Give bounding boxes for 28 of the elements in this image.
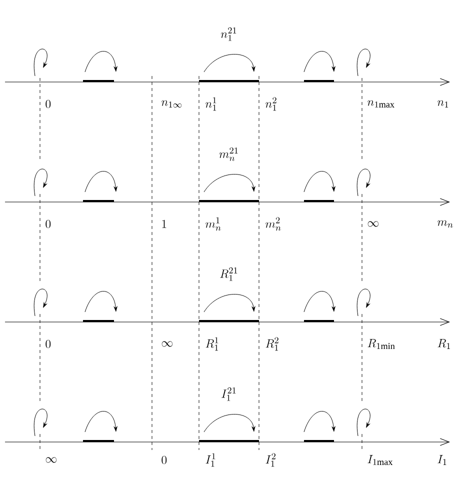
- axis-label: $I_1$: [438, 455, 446, 465]
- axis-label: $R_1$: [438, 339, 450, 349]
- tick-label: $n_1^2$: [266, 97, 276, 111]
- tick-label: $R_1^2$: [266, 337, 278, 351]
- interval-label: $I_1^{21}$: [222, 387, 236, 401]
- tick-label: $R_1^1$: [206, 337, 218, 351]
- tick-label: $\infty$: [46, 457, 57, 463]
- axis-label: $m_n$: [438, 220, 453, 228]
- interval-label: $R_1^{21}$: [220, 267, 238, 281]
- tick-label: $n_{1\mathrm{max}}$: [368, 100, 394, 108]
- tick-label: $0$: [162, 456, 167, 464]
- tick-label: $m_n^2$: [266, 217, 281, 231]
- tick-label: $I_{1\mathrm{max}}$: [368, 454, 393, 466]
- tick-label: $0$: [46, 340, 51, 348]
- tick-label: $R_{1\mathrm{min}}$: [368, 338, 395, 350]
- tick-label: $0$: [46, 220, 51, 228]
- tick-label: $I_1^2$: [266, 453, 276, 467]
- tick-label: $n_1^1$: [206, 97, 216, 111]
- tick-label: $0$: [46, 100, 51, 108]
- axis-label: $n_1$: [438, 100, 448, 108]
- interval-label: $n_1^{21}$: [220, 27, 236, 41]
- tick-label: $m_n^1$: [206, 217, 221, 231]
- tick-label: $n_{1\infty}$: [162, 100, 182, 108]
- interval-label: $m_n^{21}$: [219, 148, 238, 161]
- tick-label: $1$: [162, 220, 166, 228]
- tick-label: $\infty$: [162, 341, 173, 347]
- tick-label: $\infty$: [368, 221, 379, 227]
- tick-label: $I_1^1$: [206, 453, 216, 467]
